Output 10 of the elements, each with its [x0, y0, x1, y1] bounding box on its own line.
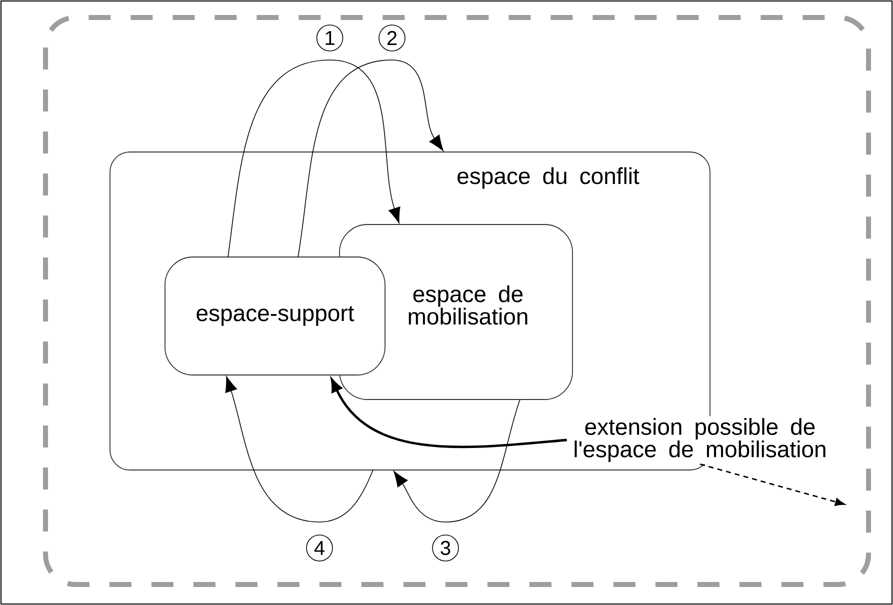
region-box: espace-support [164, 256, 386, 376]
callout-number: 3 [432, 534, 459, 562]
arrow [228, 60, 400, 258]
annotation-text: extension possible de l'espace de mobilisation [567, 416, 833, 464]
arrow [700, 463, 845, 506]
arrow [225, 376, 374, 522]
callout-number: 1 [316, 24, 344, 52]
callout-number: 4 [306, 534, 333, 562]
arrow [298, 60, 444, 258]
callout-number: 2 [378, 24, 406, 52]
